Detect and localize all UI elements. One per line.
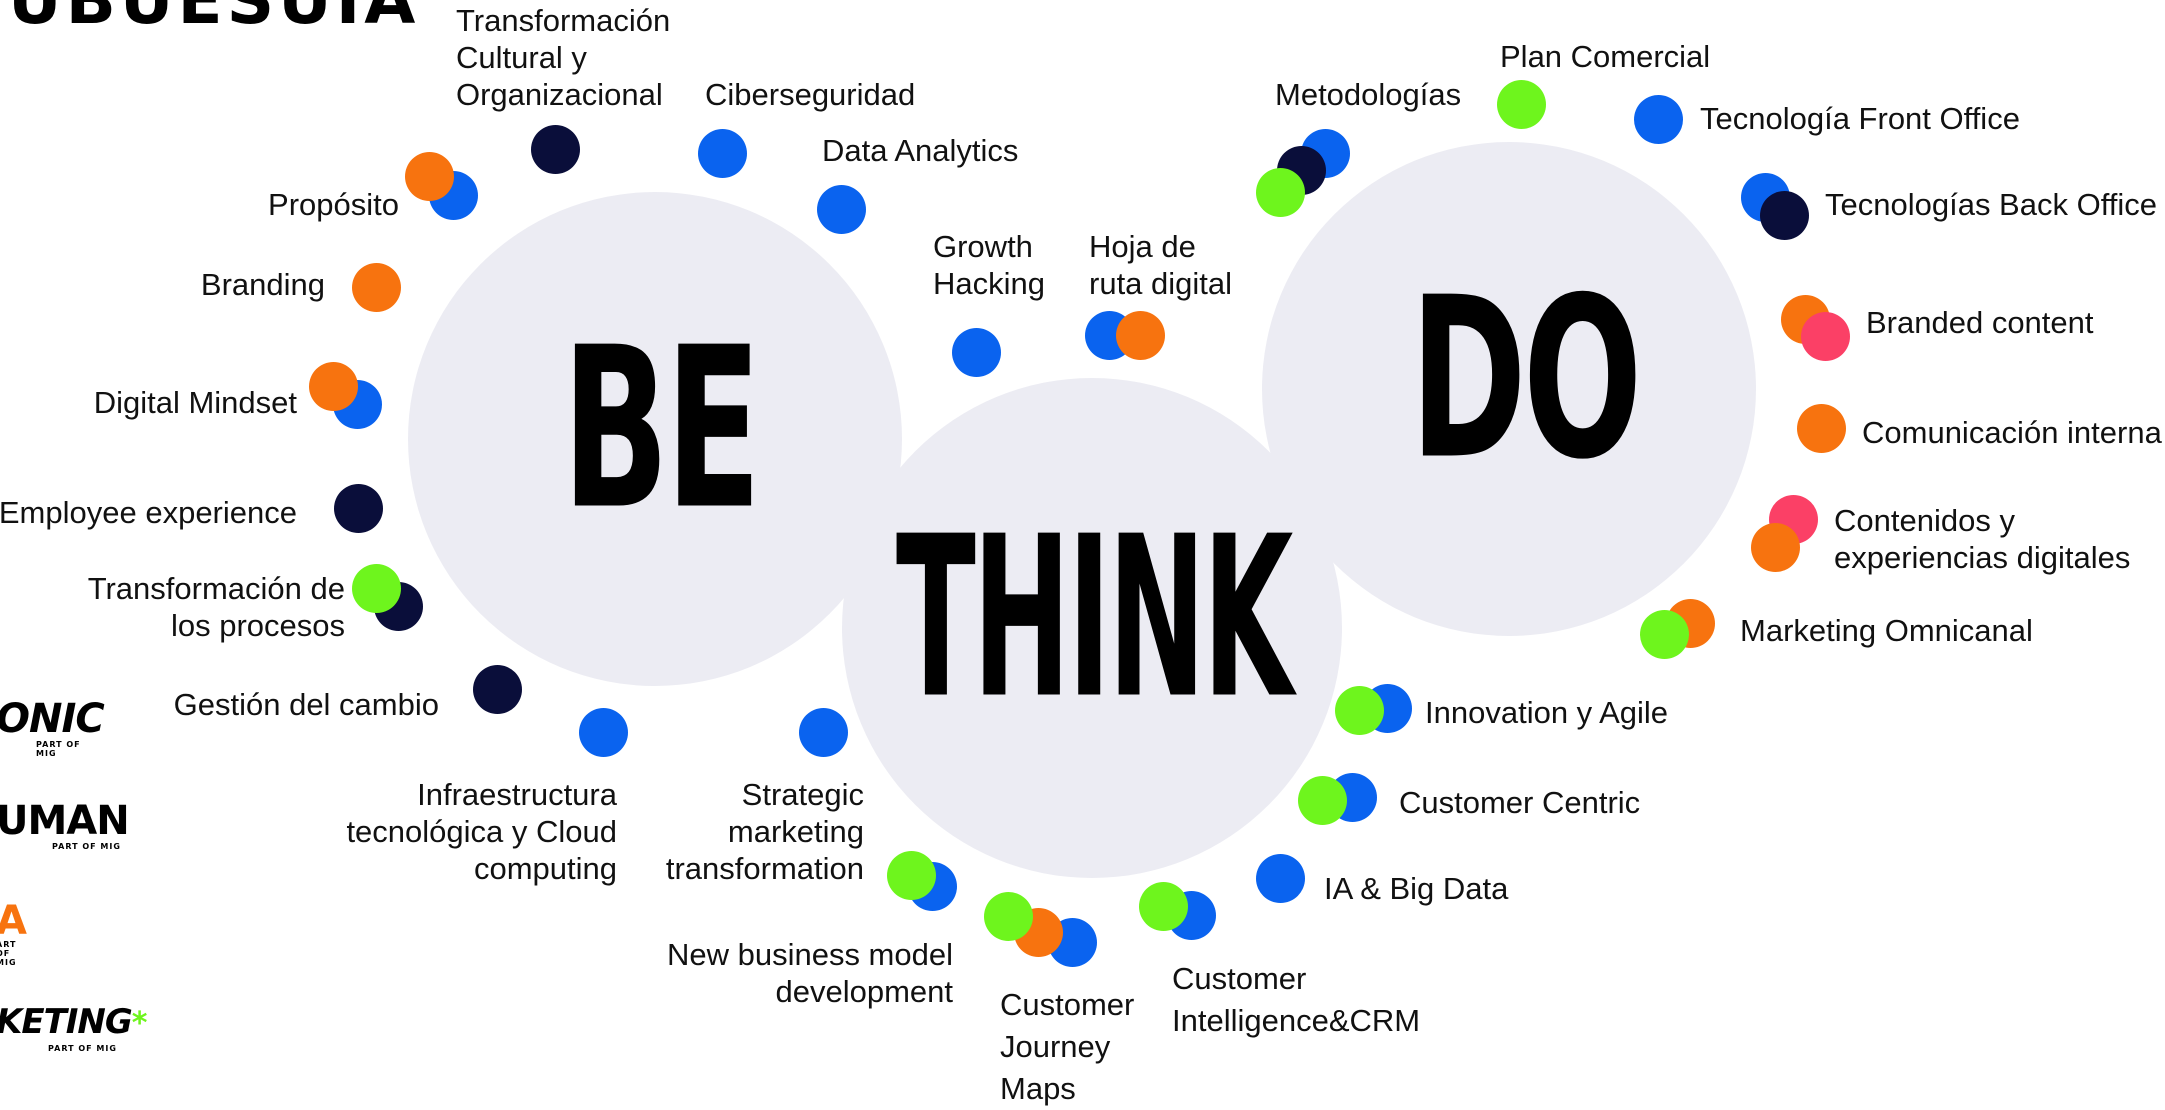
label-customer-centric: Customer Centric (1399, 785, 1641, 820)
label-gestion-cambio: Gestión del cambio (173, 687, 439, 722)
label-innovation-agile: Innovation y Agile (1425, 695, 1669, 730)
dot-customer-intelligence-green (1139, 882, 1188, 931)
dot-branded-content-pink (1801, 312, 1850, 361)
label-strategic-marketing: Strategic marketing transformation (665, 777, 864, 886)
dot-tecnologia-front-blue (1634, 95, 1683, 144)
label-branded-content: Branded content (1866, 305, 2094, 340)
think-word: THINK (896, 490, 1293, 748)
dot-customer-centric-green (1298, 776, 1347, 825)
logo-4: KETING* PART OF MIG (0, 1002, 148, 1053)
label-new-business-model: New business model development (666, 937, 953, 1009)
dot-gestion-cambio-navy (473, 665, 522, 714)
dot-growth-hacking-blue (952, 328, 1001, 377)
dot-tecnologias-back-navy (1760, 191, 1809, 240)
label-comunicacion-interna: Comunicación interna (1862, 415, 2162, 450)
logo-2-sub: PART OF MIG (52, 842, 121, 851)
dot-infraestructura-blue (579, 708, 628, 757)
dot-plan-comercial-green (1497, 80, 1546, 129)
label-branding: Branding (200, 267, 325, 302)
logo-2: UMAN PART OF MIG (0, 798, 130, 851)
dot-proposito-orange (405, 152, 454, 201)
do-word: DO (1410, 250, 1642, 508)
think-circle (842, 378, 1342, 878)
label-customer-intelligence: Customer Intelligence&CRM (1172, 961, 1421, 1038)
dot-contenidos-orange (1751, 523, 1800, 572)
label-employee-experience: Employee experience (0, 495, 297, 530)
label-transformacion-procesos: Transformación de los procesos (87, 571, 345, 643)
label-metodologias: Metodologías (1275, 77, 1462, 112)
title-fragment: UBUESUIA (8, 0, 420, 39)
dot-ia-big-data-blue (1256, 854, 1305, 903)
dot-comunicacion-interna-orange (1797, 404, 1846, 453)
logo-1-text: ONIC (0, 696, 105, 742)
dot-customer-journey-green (984, 892, 1033, 941)
logo-1-sub: PART OF MIG (36, 740, 81, 758)
be-word: BE (562, 300, 761, 558)
dot-new-business-green (887, 851, 936, 900)
do-circle (1262, 142, 1756, 636)
logo-4-star: * (131, 1006, 148, 1041)
dot-data-analytics-blue (817, 185, 866, 234)
label-tecnologia-front: Tecnología Front Office (1700, 101, 2020, 136)
dot-marketing-omnicanal-green (1640, 610, 1689, 659)
dot-employee-experience-navy (334, 484, 383, 533)
label-growth-hacking: Growth Hacking (933, 229, 1045, 301)
dot-ciberseguridad-blue (698, 129, 747, 178)
label-digital-mindset: Digital Mindset (93, 385, 297, 420)
dot-transformacion-cultural-navy (531, 125, 580, 174)
logo-1: ONIC PART OF MIG (0, 696, 105, 758)
label-tecnologias-back: Tecnologías Back Office (1825, 187, 2157, 222)
logo-4-text: KETING (0, 1002, 133, 1042)
label-plan-comercial: Plan Comercial (1500, 39, 1711, 74)
label-ciberseguridad: Ciberseguridad (705, 77, 916, 112)
be-circle (408, 192, 902, 686)
dot-digital-mindset-orange (309, 362, 358, 411)
logo-3-text: A (0, 898, 27, 944)
dot-transformacion-procesos-green (352, 564, 401, 613)
label-hoja-ruta: Hoja de ruta digital (1089, 229, 1233, 301)
logo-4-sub: PART OF MIG (48, 1044, 117, 1053)
label-infraestructura: Infraestructura tecnológica y Cloud comp… (346, 777, 617, 886)
label-transformacion-cultural: Transformación Cultural y Organizacional (456, 3, 671, 112)
dot-metodologias-green (1256, 168, 1305, 217)
label-proposito: Propósito (268, 187, 399, 222)
logo-3-sub: ART OF MIG (0, 940, 17, 967)
dot-branding-orange (352, 263, 401, 312)
dot-innovation-agile-green (1335, 686, 1384, 735)
logo-2-text: UMAN (0, 798, 130, 844)
logo-3: A ART OF MIG (0, 898, 27, 967)
label-data-analytics: Data Analytics (822, 133, 1019, 168)
label-contenidos-experiencias: Contenidos y experiencias digitales (1834, 503, 2131, 575)
label-marketing-omnicanal: Marketing Omnicanal (1740, 613, 2033, 648)
dot-strategic-marketing-blue (799, 708, 848, 757)
label-customer-journey: Customer Journey Maps (1000, 987, 1135, 1106)
label-ia-big-data: IA & Big Data (1324, 871, 1509, 906)
dot-hoja-ruta-orange (1116, 311, 1165, 360)
